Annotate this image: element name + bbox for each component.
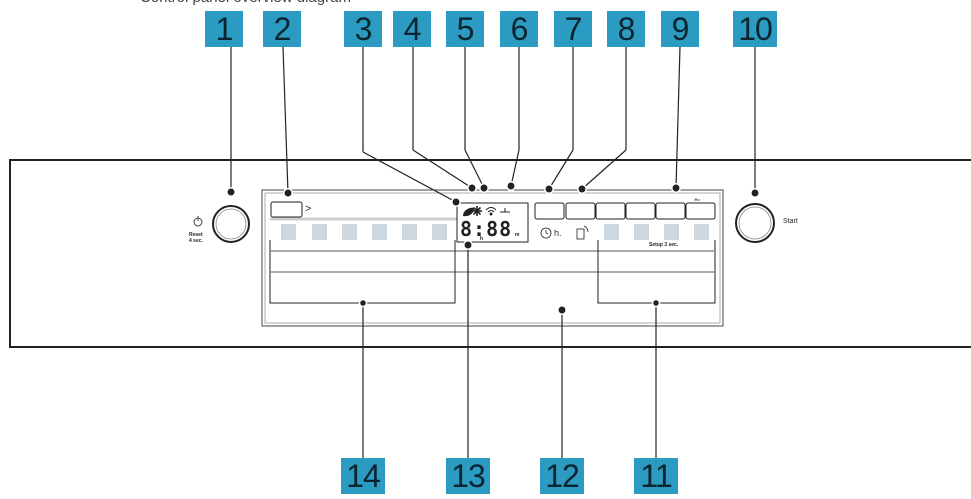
callout-10: 10 <box>733 11 777 47</box>
leaf-icon <box>463 207 474 217</box>
asterisk-icon <box>472 206 482 216</box>
callout-2: 2 <box>263 11 301 47</box>
callout-6: 6 <box>500 11 538 47</box>
callout-dots <box>226 181 760 315</box>
remote-start-icon <box>694 198 700 201</box>
callout-9: 9 <box>661 11 699 47</box>
power-icon <box>193 216 203 227</box>
callout-13: 13 <box>446 458 490 494</box>
right-option-lamps <box>604 224 709 240</box>
callout-1: 1 <box>205 11 243 47</box>
callout-4: 4 <box>393 11 431 47</box>
door-icon <box>576 225 589 240</box>
timer-unit-label: h. <box>554 228 562 238</box>
power-knob <box>212 205 250 243</box>
start-label: Start <box>783 218 798 225</box>
wifi-icon <box>485 207 497 216</box>
panel-frame-inner <box>264 192 721 324</box>
display-digits: 8:88 <box>460 217 513 241</box>
start-knob <box>735 203 775 243</box>
callout-7: 7 <box>554 11 592 47</box>
header-partial-text: Control panel overview diagram <box>140 0 500 11</box>
power-reset-time: 4 sec. <box>189 238 203 244</box>
callout-11: 11 <box>634 458 678 494</box>
leader-lines <box>230 46 756 458</box>
program-select-button <box>270 201 303 218</box>
callout-14: 14 <box>341 458 385 494</box>
panel-frame-outer <box>261 189 724 327</box>
clock-icon <box>540 227 552 239</box>
display-unit-m: m <box>515 232 520 238</box>
display-unit-h: h <box>480 236 484 242</box>
program-arrow: > <box>305 203 312 215</box>
power-reset-label: Reset <box>189 232 203 238</box>
left-program-lamps <box>281 224 447 240</box>
callout-5: 5 <box>446 11 484 47</box>
setup-label: Setup 3 sec. <box>649 242 679 248</box>
callout-8: 8 <box>607 11 645 47</box>
tap-icon <box>500 208 510 213</box>
appliance-outline <box>9 159 971 348</box>
callout-3: 3 <box>344 11 382 47</box>
right-option-buttons <box>534 202 716 220</box>
callout-12: 12 <box>540 458 584 494</box>
